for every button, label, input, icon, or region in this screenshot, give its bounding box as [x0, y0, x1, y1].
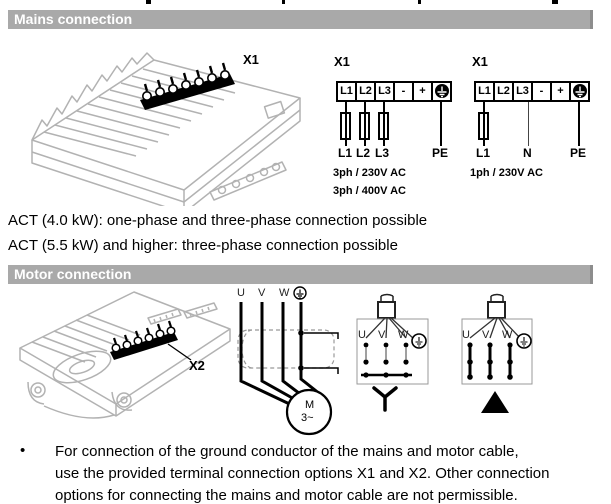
mains-device-illustration	[31, 52, 301, 206]
cropped-text-fragment	[552, 0, 558, 4]
fuse-l3	[378, 112, 389, 140]
delta-connection-diagram	[461, 293, 533, 413]
earth-symbol-icon	[293, 286, 307, 300]
wire-n	[528, 102, 529, 146]
terminal-l1: L1	[474, 81, 495, 102]
wire-l2	[364, 102, 366, 146]
x2-terminal-row-art	[110, 320, 192, 361]
wire-label-pe: PE	[432, 146, 449, 160]
motor-section-title: Motor connection	[14, 266, 132, 282]
bullet-text-line-3: options for connecting the mains and mot…	[55, 487, 518, 504]
act-note-2: ACT (5.5 kW) and higher: three-phase con…	[8, 237, 398, 254]
cable-phase-v: V	[258, 287, 266, 299]
terminal-pe	[569, 81, 590, 102]
terminal-minus: -	[531, 81, 552, 102]
motor-section-header: Motor connection	[8, 265, 593, 284]
three-phase-diagram-label: X1	[334, 54, 350, 69]
motor-circle	[285, 388, 333, 436]
one-phase-terminal-strip: L1 L2 L3 - +	[474, 81, 590, 102]
wire-label-pe: PE	[570, 146, 587, 160]
mains-section-header: Mains connection	[8, 10, 593, 29]
terminal-l3: L3	[374, 81, 395, 102]
fuse-l2	[359, 112, 370, 140]
star-connection-diagram	[356, 293, 429, 412]
wire-label-l1: L1	[338, 146, 353, 160]
cable-phase-w: W	[279, 287, 290, 299]
terminal-l1: L1	[336, 81, 357, 102]
motor-device-x2-label: X2	[189, 358, 205, 373]
rating-1ph-230: 1ph / 230V AC	[470, 167, 543, 179]
terminal-plus: +	[412, 81, 433, 102]
fuse-l1	[478, 112, 489, 140]
terminal-l2: L2	[493, 81, 514, 102]
one-phase-diagram-label: X1	[472, 54, 488, 69]
bullet-marker: •	[20, 442, 26, 459]
delta-symbol	[481, 391, 509, 413]
terminal-pe	[431, 81, 452, 102]
motor-type-label: 3~	[301, 412, 314, 424]
wire-l1	[345, 102, 347, 146]
cropped-text-fragment	[418, 0, 421, 4]
wire-l1	[483, 102, 485, 146]
terminal-l3: L3	[512, 81, 533, 102]
star-terminal-v: V	[378, 329, 386, 341]
delta-terminal-v: V	[482, 329, 490, 341]
mains-device-x1-label: X1	[243, 52, 259, 67]
terminal-minus: -	[393, 81, 414, 102]
bullet-text-line-2: use the provided terminal connection opt…	[55, 465, 550, 482]
bullet-text-line-1: For connection of the ground conductor o…	[55, 443, 519, 460]
rating-3ph-400: 3ph / 400V AC	[333, 185, 406, 197]
wire-label-n: N	[523, 146, 532, 160]
terminal-plus: +	[550, 81, 571, 102]
motor-label: M	[305, 399, 315, 411]
shield-clamp	[304, 332, 339, 374]
wire-pe	[578, 102, 580, 146]
act-note-1: ACT (4.0 kW): one-phase and three-phase …	[8, 212, 428, 229]
fuse-l1	[340, 112, 351, 140]
wire-label-l3: L3	[375, 146, 390, 160]
protective-earth-icon	[434, 84, 449, 98]
wire-label-l1: L1	[476, 146, 491, 160]
protective-earth-icon	[572, 84, 587, 98]
motor-device-illustration	[19, 291, 231, 419]
delta-terminal-u: U	[462, 329, 470, 341]
cropped-text-fragment	[146, 0, 151, 4]
motor-cable-diagram	[237, 302, 339, 436]
star-terminal-u: U	[358, 329, 366, 341]
cable-shield	[237, 329, 335, 369]
wire-pe	[440, 102, 442, 146]
cable-phase-u: U	[237, 287, 245, 299]
delta-terminal-w: W	[502, 329, 513, 341]
terminal-l2: L2	[355, 81, 376, 102]
terminal-box	[461, 318, 533, 385]
cropped-text-fragment	[282, 0, 285, 4]
star-terminal-w: W	[398, 329, 409, 341]
mains-section-title: Mains connection	[14, 11, 133, 27]
rating-3ph-230: 3ph / 230V AC	[333, 167, 406, 179]
x1-terminal-row-art	[140, 62, 235, 110]
wire-label-l2: L2	[356, 146, 371, 160]
three-phase-terminal-strip: L1 L2 L3 - +	[336, 81, 452, 102]
wire-l3	[383, 102, 385, 146]
star-symbol	[372, 386, 398, 412]
